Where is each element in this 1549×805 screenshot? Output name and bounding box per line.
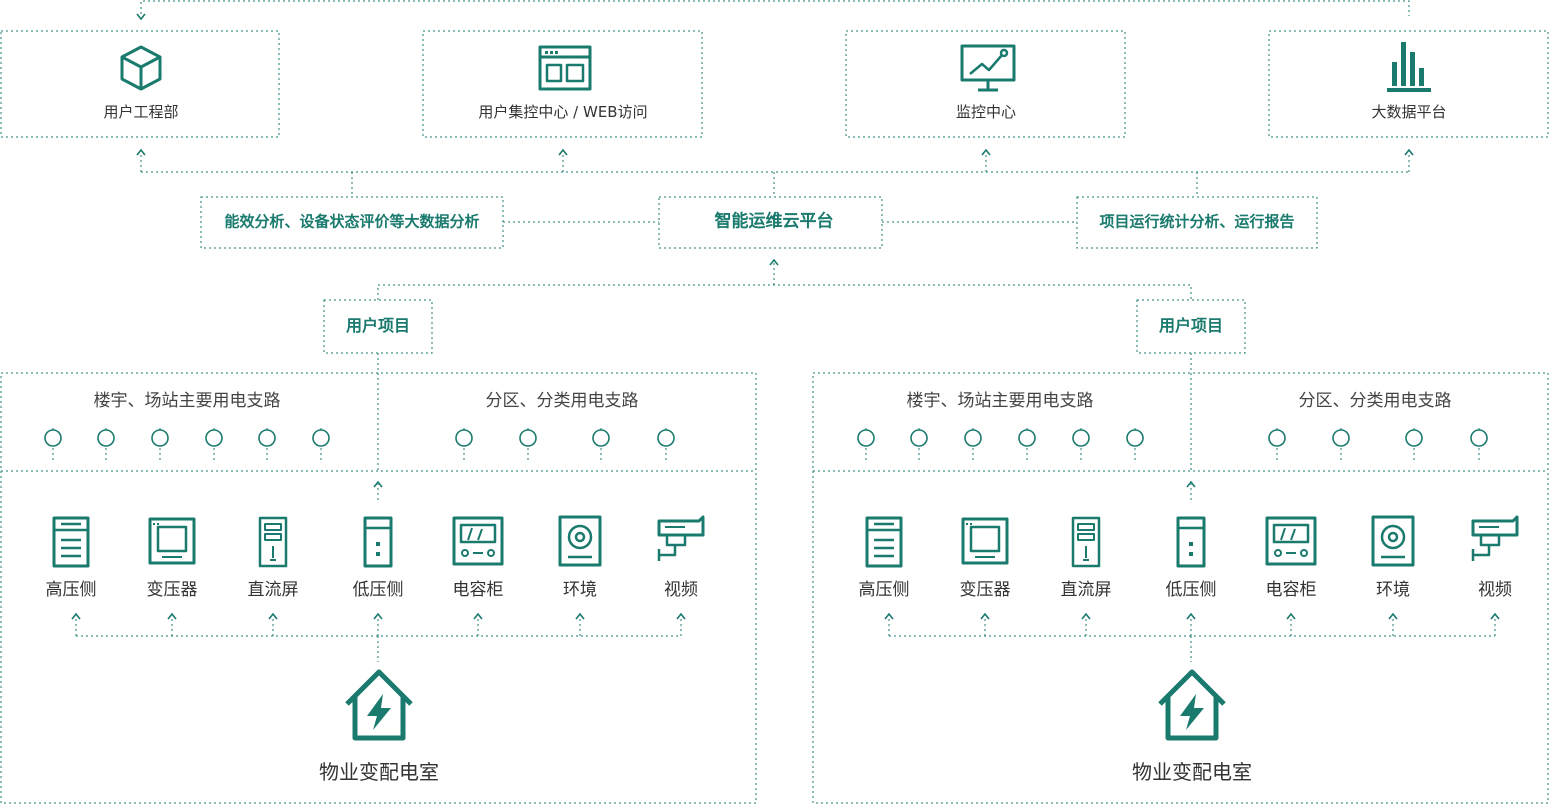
room-label-left: 物业变配电室 — [319, 760, 439, 784]
device-label: 直流屏 — [1060, 580, 1112, 600]
environment-sensor-icon — [558, 515, 602, 567]
device-label: 视频 — [664, 580, 698, 600]
branch-main-label-right: 楼宇、场站主要用电支路 — [906, 391, 1094, 411]
branch-zone-label-right: 分区、分类用电支路 — [1298, 391, 1452, 411]
device-label: 高压侧 — [858, 580, 910, 600]
dc-panel-icon — [1071, 516, 1101, 568]
low-voltage-cabinet-icon — [363, 516, 393, 568]
environment-sensor-icon — [1371, 515, 1415, 567]
transformer-icon — [148, 517, 196, 565]
device-label: 环境 — [563, 580, 597, 600]
device-label: 电容柜 — [1265, 580, 1317, 600]
device-label: 电容柜 — [452, 580, 504, 600]
cube-icon — [120, 45, 162, 91]
target-box-engineering — [0, 30, 280, 138]
device-label: 直流屏 — [247, 580, 299, 600]
device-label: 环境 — [1376, 580, 1410, 600]
device-label: 高压侧 — [45, 580, 97, 600]
arrow-to-cloud-platform — [769, 258, 779, 266]
branch-main-label-left: 楼宇、场站主要用电支路 — [93, 391, 281, 411]
project-title-right: 用户项目 — [1158, 316, 1224, 335]
analysis-label: 能效分析、设备状态评价等大数据分析 — [224, 212, 480, 231]
dc-panel-icon — [258, 516, 288, 568]
target-label-control-center: 用户集控中心 / WEB访问 — [478, 103, 648, 121]
target-box-control-center — [422, 30, 703, 138]
monitor-chart-icon — [960, 44, 1016, 92]
report-label: 项目运行统计分析、运行报告 — [1099, 212, 1295, 231]
top-distribution-bus — [140, 152, 1410, 197]
target-label-engineering: 用户工程部 — [103, 103, 179, 121]
project-left-body — [0, 353, 757, 804]
analysis-box — [200, 196, 504, 249]
project-title-left: 用户项目 — [345, 316, 411, 335]
arrow-to-bigdata — [1404, 148, 1414, 156]
high-voltage-cabinet-icon — [52, 516, 90, 568]
cloud-platform-label: 智能运维云平台 — [714, 211, 834, 232]
low-voltage-cabinet-icon — [1176, 516, 1206, 568]
transformer-icon — [961, 517, 1009, 565]
branch-zone-label-left: 分区、分类用电支路 — [485, 391, 639, 411]
room-label-right: 物业变配电室 — [1132, 760, 1252, 784]
project-uplink-bus — [377, 262, 1192, 300]
target-label-bigdata: 大数据平台 — [1371, 103, 1447, 121]
house-power-icon — [345, 669, 413, 741]
browser-window-icon — [538, 45, 592, 91]
cctv-camera-icon — [657, 515, 705, 561]
arrow-to-control-center — [558, 148, 568, 156]
capacitor-meter-icon — [1265, 516, 1317, 566]
target-label-monitoring: 监控中心 — [955, 103, 1017, 121]
device-label: 低压侧 — [1165, 580, 1217, 600]
cloud-platform-box — [658, 196, 883, 249]
arrow-to-engineering — [136, 148, 146, 156]
high-voltage-cabinet-icon — [865, 516, 903, 568]
target-box-bigdata — [1268, 30, 1549, 138]
top-feedback-arrow — [136, 13, 146, 21]
house-power-icon — [1158, 669, 1226, 741]
project-right-body — [812, 353, 1549, 804]
device-label: 低压侧 — [352, 580, 404, 600]
report-box — [1076, 196, 1318, 249]
device-label: 变压器 — [146, 580, 198, 600]
arrow-to-monitoring — [981, 148, 991, 156]
cctv-camera-icon — [1471, 515, 1519, 561]
target-box-monitoring — [845, 30, 1126, 138]
device-label: 视频 — [1478, 580, 1512, 600]
top-feedback-connector — [140, 0, 1410, 16]
bar-chart-icon — [1387, 42, 1431, 92]
device-label: 变压器 — [959, 580, 1011, 600]
capacitor-meter-icon — [452, 516, 504, 566]
